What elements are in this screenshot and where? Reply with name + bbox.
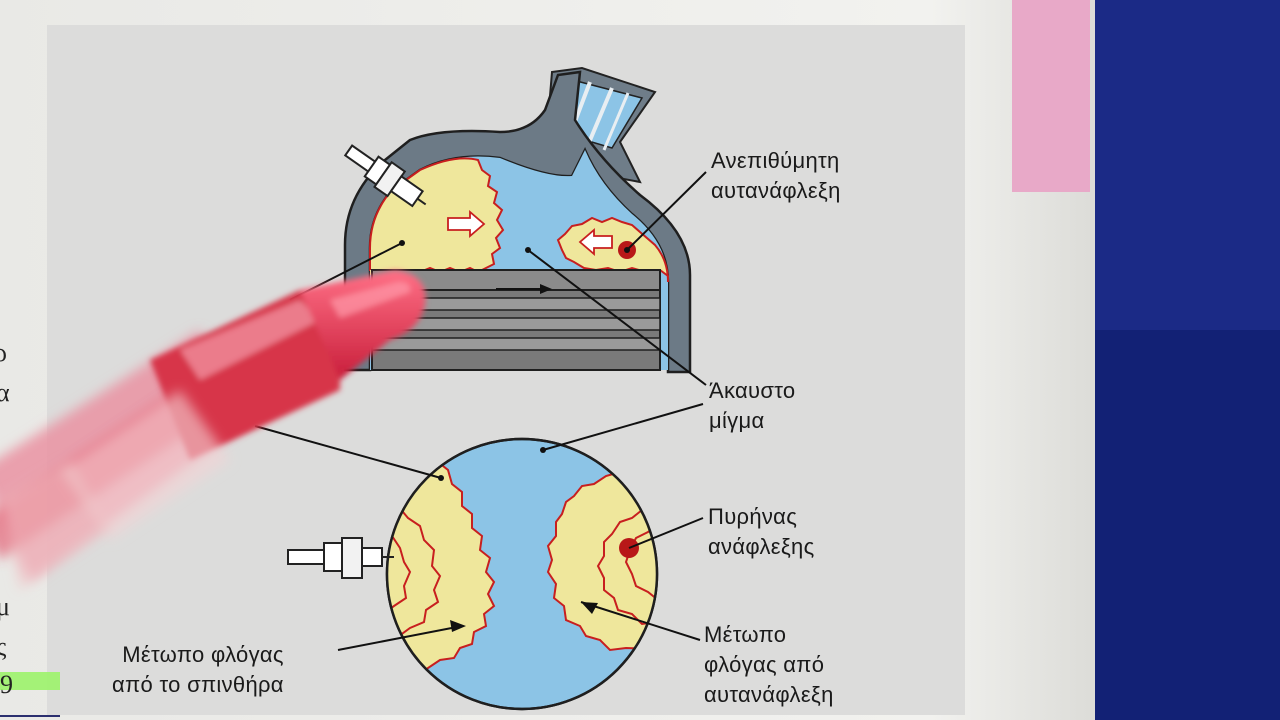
margin-char: μ — [0, 592, 10, 621]
label-flame-front-autoignition: Μέτωπο φλόγας από αυτανάφλεξη — [704, 622, 834, 707]
margin-char: ς — [0, 632, 7, 661]
spark-plug-icon — [343, 144, 427, 208]
pink-tab — [1012, 0, 1090, 192]
arrow-icon — [578, 228, 613, 256]
arrow-icon — [447, 210, 486, 238]
margin-char: ρ — [0, 338, 7, 367]
margin-char: α — [0, 378, 10, 407]
label-ignition-core: Πυρήνας ανάφλεξης — [708, 504, 815, 559]
spark-plug-icon — [287, 537, 394, 579]
label-flame-front-spark: Μέτωπο φλόγας από το σπινθήρα — [112, 642, 284, 697]
cylinder-section — [289, 66, 707, 386]
label-unwanted-autoignition: Ανεπιθύμητη αυτανάφλεξη — [711, 148, 841, 203]
margin-highlight — [0, 672, 60, 690]
margin-char: 9 — [0, 670, 13, 699]
pen-icon — [0, 270, 426, 590]
label-unburnt-mixture: Άκαυστο μίγμα — [709, 378, 796, 433]
